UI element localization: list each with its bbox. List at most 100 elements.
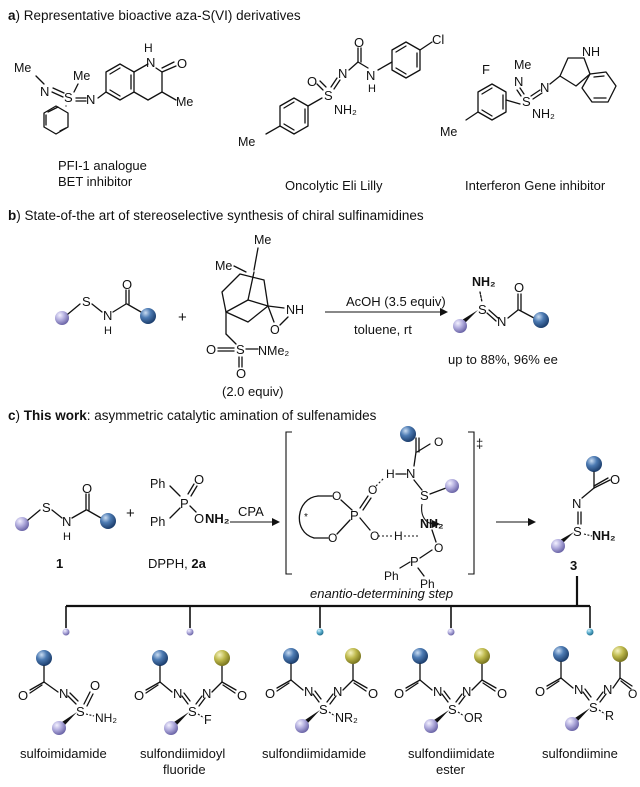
compound-caption: PFI-1 analogue: [58, 158, 147, 173]
atom-label: O: [535, 684, 545, 699]
atom-label: S: [324, 88, 333, 103]
conditions-top: AcOH (3.5 equiv): [346, 294, 446, 309]
interferon-inhibitor-structure: F Me N S N NH₂ NH Me Interferon G: [440, 45, 617, 193]
atom-label: Ph: [150, 477, 165, 491]
atom-label: H: [394, 529, 403, 543]
derivative-name: sulfondiimidamide: [262, 746, 366, 761]
atom-label: O: [628, 687, 637, 701]
atom-label: N: [406, 466, 415, 481]
atom-label: N: [333, 684, 342, 699]
atom-label: N: [433, 684, 442, 699]
atom-label: H: [144, 41, 153, 55]
atom-label: O: [332, 489, 341, 503]
derivative-sulfondiimine: O N S N O R sulfondiimine: [535, 646, 637, 761]
atom-label: O: [194, 472, 204, 487]
dpph-reagent: Ph Ph P O O NH₂ DPPH, 2a: [148, 472, 230, 571]
atom-label: O: [434, 435, 443, 449]
atom-label: P: [180, 496, 189, 511]
atom-label: N: [338, 66, 347, 81]
atom-label: N: [59, 686, 68, 701]
atom-label: NMe₂: [258, 344, 289, 358]
atom-label: O: [265, 686, 275, 701]
atom-label: NH: [286, 303, 304, 317]
atom-label: H: [368, 83, 376, 95]
atom-label: Me: [176, 95, 193, 109]
atom-label: N: [462, 684, 471, 699]
atom-label: *: [304, 512, 308, 523]
derivative-sulfondiimidoyl-fluoride: O N S N O F sulfondiimidoyl fluoride: [134, 650, 247, 777]
substrate-1: S N H O 1: [15, 481, 116, 571]
section-c: c) This work: asymmetric catalytic amina…: [8, 408, 637, 777]
reaction-arrow-cpa: CPA: [230, 504, 280, 526]
atom-label: Ph: [150, 515, 165, 529]
derivative-name: fluoride: [163, 762, 206, 777]
atom-label: S: [82, 294, 91, 309]
atom-label: NH₂: [334, 103, 357, 117]
atom-label: S: [64, 90, 73, 105]
atom-label: R: [605, 709, 614, 723]
atom-label: O: [194, 511, 204, 526]
atom-label: N: [86, 92, 95, 107]
plus-sign: +: [178, 309, 187, 326]
plus-sign: +: [126, 505, 135, 522]
atom-label: O: [82, 481, 92, 496]
derivative-name: sulfondiimidoyl: [140, 746, 225, 761]
compound-number: 3: [570, 558, 577, 573]
sulfinamidine-product: NH₂ S N O up to 88%, 96% ee: [448, 275, 558, 367]
atom-label: NH₂: [532, 107, 555, 121]
atom-label: N: [146, 55, 155, 70]
atom-label: Me: [238, 135, 255, 149]
atom-label: NH₂: [420, 517, 444, 531]
atom-label: O: [236, 366, 246, 381]
atom-label: N: [574, 682, 583, 697]
atom-label: O: [394, 686, 404, 701]
atom-label: O: [134, 688, 144, 703]
atom-label: S: [42, 500, 51, 515]
atom-label: N: [514, 74, 523, 89]
atom-label: N: [202, 686, 211, 701]
dpph-label: DPPH, 2a: [148, 556, 207, 571]
atom-label: N: [497, 314, 506, 329]
atom-label: Me: [215, 259, 232, 273]
atom-label: O: [434, 541, 443, 555]
atom-label: Ph: [420, 577, 435, 591]
atom-label: NR₂: [335, 711, 358, 725]
atom-label: O: [237, 688, 247, 703]
atom-label: O: [328, 531, 337, 545]
atom-label: NH₂: [205, 511, 230, 526]
atom-label: O: [18, 688, 28, 703]
compound-caption: Oncolytic Eli Lilly: [285, 178, 383, 193]
transition-state: ‡ * O P O O O H N O S: [285, 426, 483, 601]
atom-label: S: [522, 94, 531, 109]
reagent-equiv: (2.0 equiv): [222, 384, 283, 399]
compound-caption: BET inhibitor: [58, 174, 133, 189]
atom-label: S: [236, 342, 245, 357]
oxaziridine-reagent: Me Me NH O S O O NMe₂ (2.0 equiv): [206, 233, 304, 399]
atom-label: P: [350, 508, 359, 523]
atom-label: N: [304, 684, 313, 699]
atom-label: S: [76, 704, 85, 719]
atom-label: NH₂: [472, 275, 496, 289]
section-b-label: b) State-of-the art of stereoselective s…: [8, 208, 424, 223]
atom-label: O: [307, 74, 317, 89]
atom-label: S: [448, 702, 457, 717]
derivative-sulfoimidamide: O N S O NH₂ sulfoimidamide: [18, 650, 117, 761]
atom-label: P: [410, 554, 419, 569]
atom-label: H: [104, 325, 112, 337]
atom-label: S: [478, 302, 487, 317]
atom-label: N: [603, 682, 612, 697]
atom-label: O: [90, 678, 100, 693]
section-b: b) State-of-the art of stereoselective s…: [8, 208, 558, 399]
reaction-arrow-b: AcOH (3.5 equiv) toluene, rt: [325, 294, 448, 337]
atom-label: Me: [73, 69, 90, 83]
atom-label: O: [206, 342, 216, 357]
eli-lilly-structure: O S N NH₂ O N H N H Cl: [238, 32, 444, 193]
atom-label: O: [370, 529, 379, 543]
atom-label: H: [63, 531, 71, 543]
atom-label: Me: [254, 233, 271, 247]
catalyst-label: CPA: [238, 504, 264, 519]
derivative-sulfondiimidate-ester: O N S N O OR sulfondiimidate ester: [394, 648, 507, 777]
atom-label: O: [610, 472, 620, 487]
atom-label: F: [204, 713, 212, 727]
